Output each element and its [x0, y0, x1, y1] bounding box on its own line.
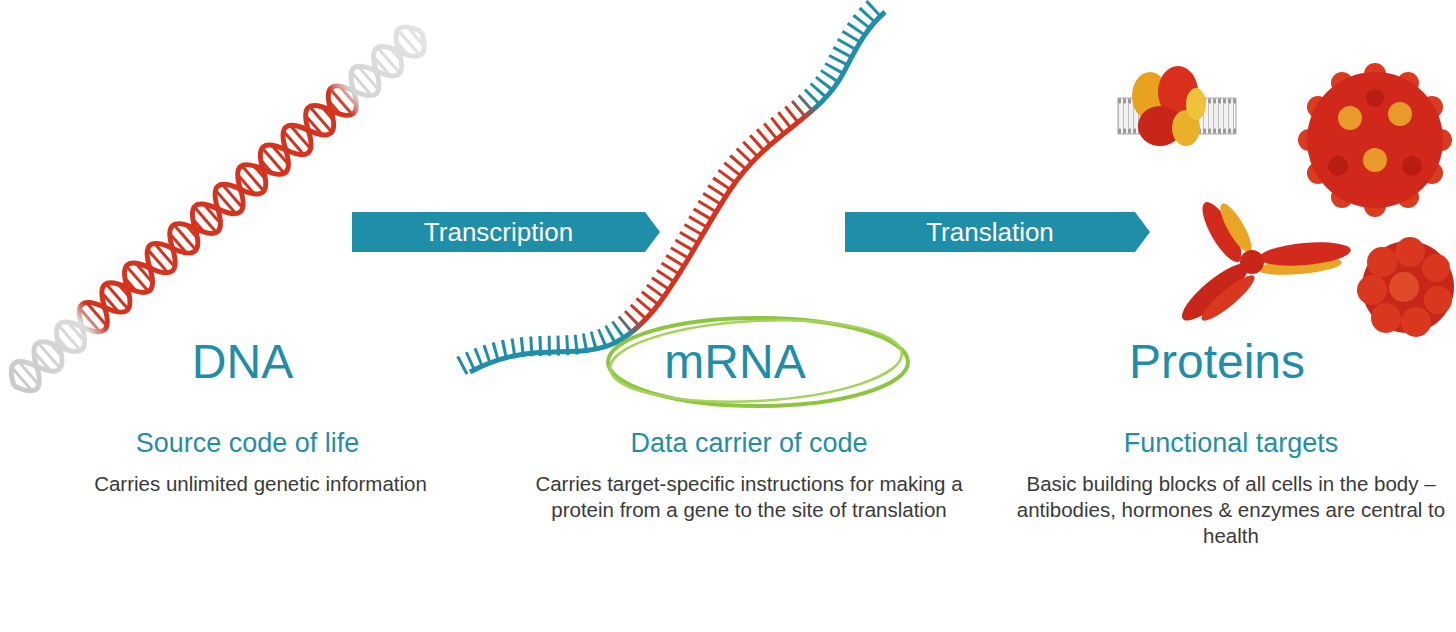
cluster-bump	[1357, 275, 1387, 305]
process-box: ProteinsFunctional targetsBasic building…	[1010, 75, 1452, 573]
capsid-patch	[1338, 106, 1362, 130]
cluster-bump	[1422, 254, 1450, 282]
node-title: Proteins	[1006, 334, 1428, 390]
process-arrow	[352, 212, 660, 252]
node-title: mRNA	[511, 334, 959, 390]
cluster-bump	[1395, 237, 1425, 267]
node-description: Carries target-specific instructions for…	[524, 471, 974, 523]
cluster-bump	[1371, 303, 1401, 333]
membrane-protein	[1118, 66, 1236, 146]
process-arrow	[845, 212, 1150, 252]
cluster-bump	[1401, 307, 1431, 337]
pentagon-panel: mRNAData carrier of codeCarries target-s…	[515, 75, 983, 632]
node-description: Basic building blocks of all cells in th…	[1016, 471, 1446, 549]
antibody-hinge	[1240, 250, 1264, 274]
panel-border	[30, 75, 495, 573]
capsid-patch	[1328, 156, 1348, 176]
node-subtitle: Source code of life	[25, 426, 470, 460]
capsid-body	[1307, 72, 1443, 208]
node-subtitle: Functional targets	[1020, 426, 1442, 460]
process-box: DNASource code of lifeCarries unlimited …	[30, 75, 495, 573]
capsid-patch	[1363, 148, 1387, 172]
capsid-patch	[1402, 156, 1422, 176]
antibody-stem	[1197, 270, 1259, 326]
mrna-backbone	[470, 12, 885, 372]
edge-label: Transcription	[420, 216, 577, 248]
node-title: DNA	[20, 334, 465, 390]
cluster-bump	[1367, 247, 1397, 277]
edge-label-holder: Transcription	[420, 216, 577, 248]
virus-capsid	[1298, 63, 1452, 217]
antibody-arm	[1258, 239, 1352, 269]
capsid-patch	[1388, 102, 1412, 126]
edge-label: Translation	[922, 216, 1058, 248]
mrna-bases	[461, 6, 876, 366]
node-subtitle: Data carrier of code	[525, 426, 973, 460]
protein-cluster	[1357, 237, 1454, 337]
antibody-arm	[1215, 200, 1257, 256]
capsid-patch	[1366, 89, 1384, 107]
antibody	[1175, 197, 1352, 328]
mrna-strand	[461, 6, 885, 372]
cluster-bump	[1389, 272, 1419, 302]
edge-label-holder: Translation	[922, 216, 1058, 248]
cluster-bump	[1424, 286, 1452, 314]
node-description: Carries unlimited genetic information	[41, 471, 481, 497]
protein-lobe	[1186, 88, 1206, 120]
